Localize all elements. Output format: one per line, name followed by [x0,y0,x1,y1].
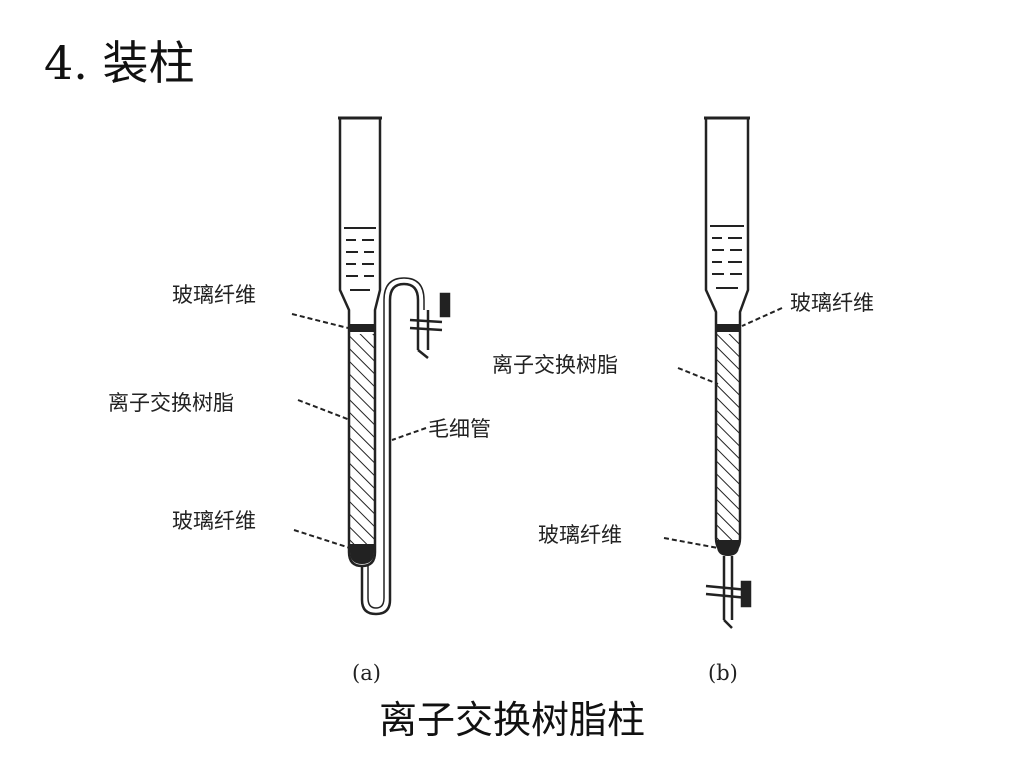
slide-title: 4. 装柱 [44,36,195,90]
column-b-stopcock [705,556,752,629]
column-b-glass-fiber-top [716,324,740,332]
panel-b-sublabel: (b) [708,661,738,685]
column-a-stopcock [409,292,451,359]
column-b-label-glass-fiber-bottom: 玻璃纤维 [538,523,622,547]
column-b-glass-fiber-bottom [717,540,739,556]
column-a-capillary [360,282,420,616]
column-b-leaders [663,307,783,549]
column-a-label-glass-fiber-bottom: 玻璃纤维 [172,509,256,533]
column-a-leaders [291,313,427,549]
column-b-liquid [710,225,744,289]
column-b: 玻璃纤维 离子交换树脂 玻璃纤维 (b) [492,116,874,685]
column-b-label-glass-fiber-top: 玻璃纤维 [790,291,874,315]
column-a-label-capillary: 毛细管 [428,417,491,441]
column-a-label-glass-fiber-top: 玻璃纤维 [172,283,256,307]
column-a-glass-fiber-bottom [350,544,374,564]
panel-a-sublabel: (a) [352,661,381,685]
diagram-caption: 离子交换树脂柱 [378,698,645,742]
column-a: 玻璃纤维 离子交换树脂 毛细管 玻璃纤维 (a) [108,116,491,685]
column-b-label-resin: 离子交换树脂 [492,353,618,377]
column-a-liquid [344,227,376,291]
column-a-glass-fiber-top [349,324,375,332]
column-a-capillary-inner [367,277,425,609]
column-a-label-resin: 离子交换树脂 [108,391,234,415]
column-a-resin-bed [350,334,374,544]
column-b-resin-bed [717,334,739,540]
